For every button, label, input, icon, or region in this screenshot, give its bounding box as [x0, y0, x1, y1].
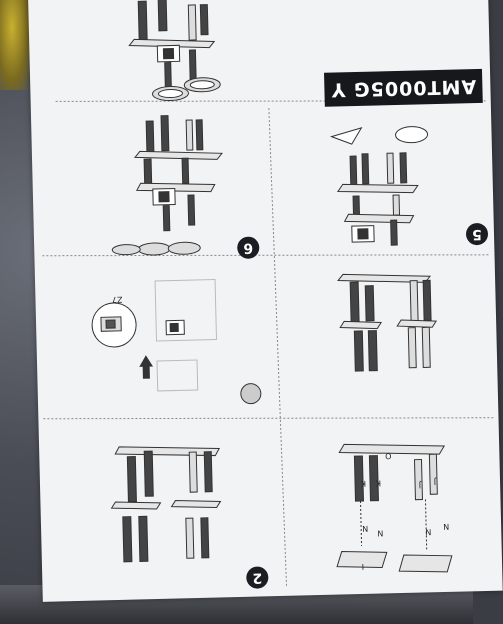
divider-low — [43, 417, 494, 420]
part-label: N — [443, 522, 449, 531]
part-label: Z7 — [112, 295, 123, 304]
step-5-tower — [329, 126, 429, 246]
step-2-tower — [110, 446, 222, 563]
instruction-sheet: N N N N K K J J Z7 I O AMT0005G Y 6 5 2 — [28, 0, 503, 602]
step-1-tower — [336, 443, 453, 573]
step-6-tower — [111, 115, 223, 256]
part-label: K — [360, 479, 366, 488]
divider-vertical — [268, 108, 288, 588]
step-4-detail — [91, 279, 262, 405]
part-label: J — [434, 477, 438, 486]
part-label: I — [362, 562, 365, 571]
instruction-drawings: N N N N K K J J Z7 I O — [42, 0, 494, 588]
part-label: N — [362, 524, 368, 533]
yellow-toy — [0, 0, 30, 90]
model-banner: AMT0005G Y — [324, 68, 483, 107]
part-label: J — [419, 481, 423, 490]
part-label: K — [375, 479, 381, 488]
divider-mid — [42, 254, 490, 257]
step-3-tower — [337, 273, 438, 372]
part-label: N — [377, 528, 383, 537]
part-label: O — [385, 451, 392, 460]
top-tower — [128, 0, 221, 102]
part-label: N — [425, 527, 431, 536]
